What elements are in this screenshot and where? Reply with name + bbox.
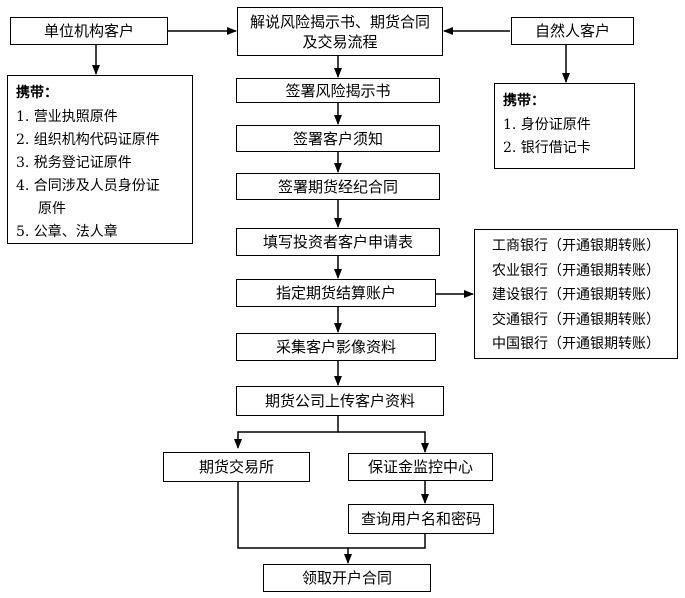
- arrow-to-margin-center: [338, 431, 429, 453]
- query-credentials-box: 查询用户名和密码: [348, 504, 494, 534]
- natural-docs-box: 携带： 1. 身份证原件 2. 银行借记卡: [494, 83, 635, 169]
- natural-doc-item: 1. 身份证原件: [503, 117, 591, 133]
- explain-line-2: 及交易流程: [302, 33, 378, 51]
- institution-doc-item: 1. 营业执照原件: [16, 109, 118, 125]
- sign-risk-disclosure-box: 签署风险揭示书: [236, 78, 440, 103]
- institution-client-box: 单位机构客户: [10, 17, 168, 45]
- upload-client-data-box: 期货公司上传客户资料: [236, 386, 444, 416]
- institution-docs-box: 携带： 1. 营业执照原件 2. 组织机构代码证原件 3. 税务登记证原件 4.…: [7, 75, 193, 244]
- designate-settlement-account-box: 指定期货结算账户: [236, 279, 436, 307]
- bank-item: 交通银行（开通银期转账）: [492, 311, 660, 328]
- sign-brokerage-contract-box: 签署期货经纪合同: [236, 173, 440, 200]
- institution-docs-title: 携带：: [16, 85, 58, 101]
- natural-client-box: 自然人客户: [511, 17, 634, 45]
- fill-application-form-box: 填写投资者客户申请表: [236, 228, 440, 256]
- institution-doc-item: 5. 公章、法人章: [16, 224, 118, 240]
- collect-client-images-box: 采集客户影像资料: [236, 333, 436, 361]
- institution-doc-item: 3. 税务登记证原件: [16, 155, 132, 171]
- futures-exchange-box: 期货交易所: [163, 452, 310, 482]
- connector-upload-split: [234, 416, 339, 449]
- bank-item: 农业银行（开通银期转账）: [492, 262, 660, 279]
- margin-monitoring-center-box: 保证金监控中心: [348, 453, 493, 481]
- institution-doc-item: 4. 合同涉及人员身份证: [16, 178, 160, 194]
- bank-item: 建设银行（开通银期转账）: [492, 287, 660, 303]
- institution-doc-item: 2. 组织机构代码证原件: [16, 132, 160, 148]
- receive-account-contract-box: 领取开户合同: [263, 564, 431, 592]
- connector-exchange-down: [237, 482, 348, 549]
- explain-contract-box: 解说风险揭示书、期货合同 及交易流程: [237, 7, 443, 56]
- banks-box: 工商银行（开通银期转账） 农业银行（开通银期转账） 建设银行（开通银期转账） 交…: [474, 229, 678, 359]
- sign-client-notice-box: 签署客户须知: [236, 125, 440, 152]
- explain-line-1: 解说风险揭示书、期货合同: [249, 13, 430, 31]
- bank-item: 中国银行（开通银期转账）: [492, 336, 660, 352]
- institution-doc-item: 原件: [38, 201, 66, 217]
- connector-query-down: [348, 534, 426, 549]
- natural-docs-title: 携带：: [503, 93, 545, 109]
- natural-doc-item: 2. 银行借记卡: [503, 140, 591, 156]
- bank-item: 工商银行（开通银期转账）: [492, 238, 660, 254]
